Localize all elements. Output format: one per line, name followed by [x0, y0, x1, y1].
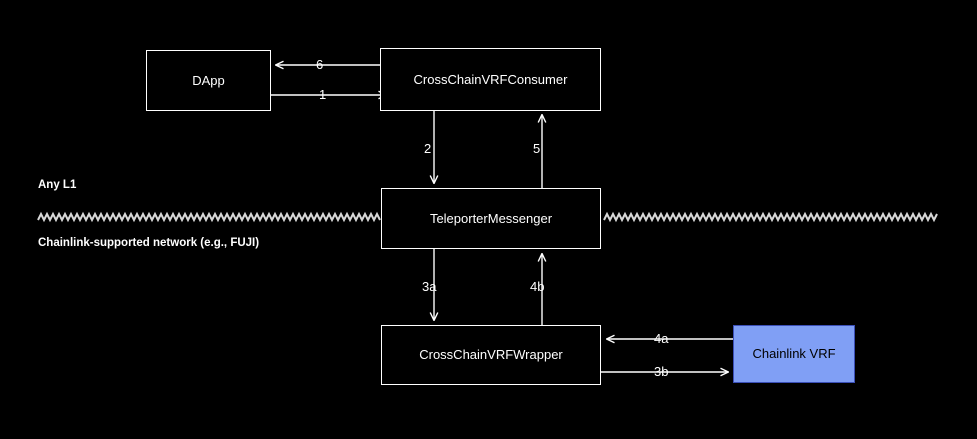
- node-crosschainvrfwrapper[interactable]: CrossChainVRFWrapper: [381, 325, 601, 385]
- edge-label-2: 2: [424, 141, 432, 156]
- zone-label-any-l1: Any L1: [38, 179, 77, 191]
- node-crosschainvrfwrapper-label: CrossChainVRFWrapper: [419, 347, 563, 363]
- node-teleportermessenger-label: TeleporterMessenger: [429, 210, 553, 226]
- edge-label-1: 1: [319, 87, 327, 102]
- node-chainlink-vrf[interactable]: Chainlink VRF: [733, 325, 855, 383]
- edge-label-3b: 3b: [654, 364, 669, 379]
- node-crosschainvrfconsumer-label: CrossChainVRFConsumer: [413, 71, 568, 87]
- zone-label-chainlink-network: Chainlink-supported network (e.g., FUJI): [38, 237, 260, 249]
- node-dapp[interactable]: DApp: [146, 50, 271, 111]
- edge-label-6: 6: [316, 57, 324, 72]
- node-teleportermessenger[interactable]: TeleporterMessenger: [381, 188, 601, 249]
- edge-label-4b: 4b: [530, 279, 545, 294]
- node-chainlink-vrf-label: Chainlink VRF: [752, 346, 836, 362]
- edge-label-4a: 4a: [654, 331, 669, 346]
- node-dapp-label: DApp: [192, 72, 225, 88]
- node-crosschainvrfconsumer[interactable]: CrossChainVRFConsumer: [380, 48, 601, 111]
- edge-label-5: 5: [533, 141, 541, 156]
- edge-label-3a: 3a: [422, 279, 437, 294]
